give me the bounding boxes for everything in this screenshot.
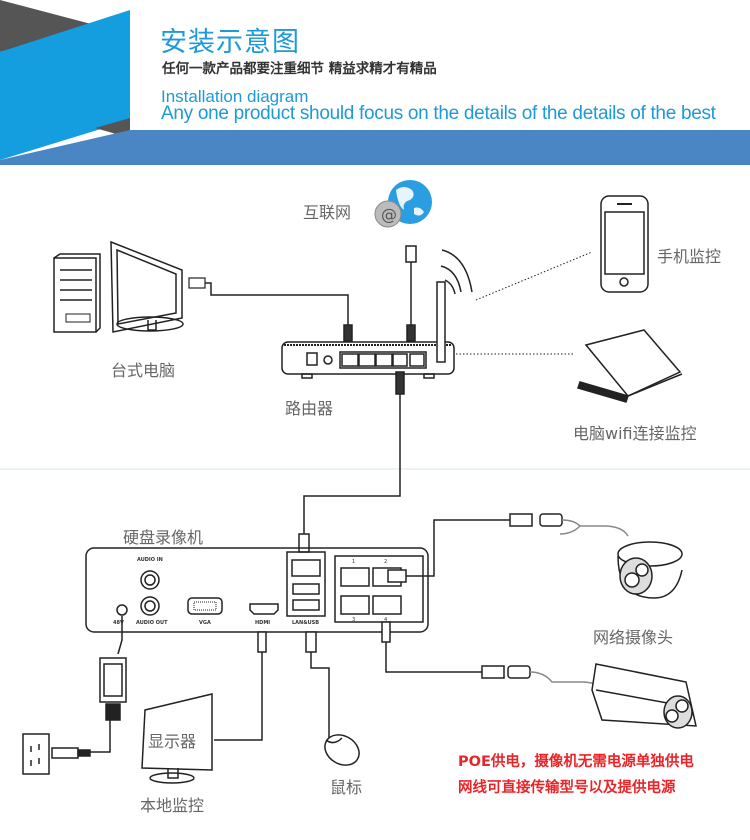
- cable-pc-router: [188, 277, 353, 342]
- bullet-camera-icon: [591, 663, 697, 729]
- header-blue-panel: [0, 10, 130, 160]
- page-subtitle: 任何一款产品都要注重细节 精益求精才有精品: [162, 61, 437, 77]
- hdmi-port-label: HDMI: [255, 620, 271, 626]
- router-label: 路由器: [285, 399, 334, 418]
- network-camera-label: 网络摄像头: [593, 628, 674, 647]
- cable-internet-router: [405, 245, 417, 342]
- pc-tower-icon: [53, 253, 101, 333]
- lan-usb-port-label: LAN&USB: [292, 620, 320, 626]
- local-monitoring-label: 本地监控: [140, 796, 205, 815]
- wifi-link-phone: [475, 251, 593, 301]
- dome-camera-icon: [617, 541, 683, 599]
- page-subtitle-en: Any one product should focus on the deta…: [161, 103, 716, 124]
- header-banner: [0, 0, 750, 168]
- mouse-label: 鼠标: [330, 778, 363, 797]
- mouse-icon: [324, 734, 360, 766]
- local-monitor-icon: [141, 693, 213, 784]
- laptop-icon: [577, 329, 683, 403]
- header-band: [0, 130, 750, 165]
- poe-port-3-number: 3: [352, 617, 356, 623]
- poe-note-line-2: 网线可直接传输型号以及提供电源: [458, 780, 676, 796]
- audio-out-label: AUDIO OUT: [136, 620, 168, 626]
- poe-note-line-1: POE供电，摄像机无需电源单独供电: [458, 754, 694, 770]
- poe-port-2-number: 2: [384, 559, 388, 565]
- monitor-screen-label: 显示器: [148, 732, 197, 751]
- nvr-icon: [85, 547, 429, 633]
- poe-port-4-number: 4: [384, 617, 388, 623]
- header-graphic: [0, 0, 750, 165]
- laptop-wifi-label: 电脑wifi连接监控: [573, 424, 697, 443]
- router-icon: [281, 249, 473, 379]
- power-adapter-icon: [90, 616, 127, 753]
- vga-port-label: VGA: [199, 620, 211, 626]
- cable-nvr-dome-camera: [387, 513, 629, 583]
- poe-port-1-number: 1: [352, 559, 356, 565]
- power-port-label: 48V: [113, 620, 124, 626]
- phone-monitoring-label: 手机监控: [657, 247, 722, 266]
- page-title-en: Installation diagram: [161, 87, 309, 106]
- nvr-label: 硬盘录像机: [123, 528, 204, 547]
- globe-at-icon: @: [374, 180, 432, 228]
- header-dark-triangle: [0, 0, 95, 52]
- wall-outlet-icon: [22, 733, 91, 775]
- cable-nvr-monitor: [214, 631, 267, 741]
- cable-nvr-mouse: [305, 631, 330, 738]
- page-title: 安装示意图: [160, 27, 300, 58]
- desktop-pc-label: 台式电脑: [111, 361, 176, 380]
- desktop-monitor-icon: [110, 240, 184, 333]
- phone-icon: [600, 195, 649, 293]
- svg-text:@: @: [381, 205, 397, 224]
- internet-label: 互联网: [303, 203, 352, 222]
- audio-in-label: AUDIO IN: [137, 557, 163, 563]
